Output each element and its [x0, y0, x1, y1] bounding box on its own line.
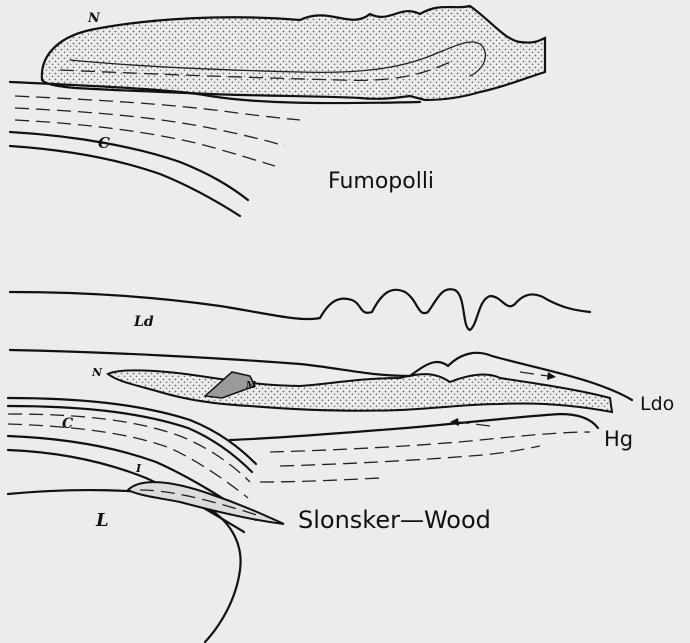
strata-1	[15, 96, 300, 120]
label-C-top: C	[98, 134, 110, 152]
label-M: M	[245, 381, 257, 391]
label-L: L	[95, 510, 109, 531]
strata-3	[15, 120, 275, 166]
hg-upper-line	[230, 414, 598, 440]
strata-bottom-3	[260, 478, 380, 482]
core-strata-2	[8, 424, 248, 498]
label-Hg: Hg	[604, 427, 633, 451]
nappe-fold-top	[42, 6, 545, 100]
label-Ldo: Ldo	[640, 393, 674, 415]
core-boundary-top	[10, 132, 248, 200]
nappe-fold-bottom	[108, 370, 612, 412]
label-N-bottom: N	[91, 366, 103, 379]
core-boundary-bottom	[10, 146, 240, 216]
strata-2	[15, 108, 285, 146]
caption-slonsker-wood: Slonsker—Wood	[298, 506, 491, 534]
caption-fumopolli: Fumopolli	[328, 169, 434, 194]
label-Ld: Ld	[133, 314, 154, 330]
figure-top: N C Fumopolli	[10, 6, 545, 216]
label-I: I	[135, 462, 142, 475]
ld-upper-line	[10, 289, 590, 330]
figure-bottom: Ld N M C I L Ldo Hg Slonsker—Wood	[8, 289, 674, 642]
arrow-right	[520, 372, 548, 376]
strata-bottom-2	[280, 446, 540, 466]
lower-body-outline	[8, 490, 241, 642]
label-N-top: N	[87, 11, 101, 26]
label-C-bottom: C	[62, 416, 73, 432]
arrow-right-head	[547, 372, 556, 380]
